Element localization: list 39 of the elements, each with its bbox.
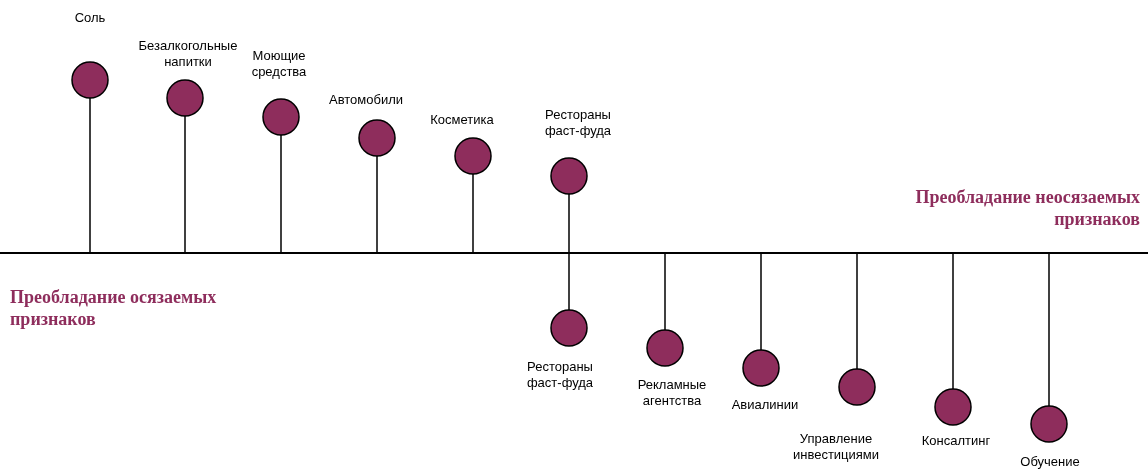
stem-line	[89, 97, 91, 253]
item-label: Соль	[73, 10, 107, 26]
item-label: Авиалинии	[730, 397, 800, 413]
scale-end-label: Преобладание неосязаемых признаков	[914, 186, 1140, 230]
marker-circle	[838, 368, 876, 406]
stem-line	[568, 253, 570, 311]
scale-end-label: Преобладание осязаемых признаков	[10, 286, 218, 330]
marker-circle	[71, 61, 109, 99]
stem-line	[568, 193, 570, 253]
stem-line	[280, 134, 282, 253]
marker-circle	[454, 137, 492, 175]
item-label: Автомобили	[327, 92, 405, 108]
item-label: Управление инвестициями	[791, 431, 881, 463]
item-label: Обучение	[1019, 454, 1081, 470]
item-label: Рекламные агентства	[636, 377, 708, 409]
marker-circle	[358, 119, 396, 157]
axis-bar	[0, 252, 1148, 254]
item-label: Косметика	[429, 112, 495, 128]
stem-line	[472, 173, 474, 253]
item-label: Безалкогольные напитки	[138, 38, 238, 70]
marker-circle	[550, 157, 588, 195]
marker-circle	[742, 349, 780, 387]
item-label: Моющие средства	[250, 48, 308, 80]
stem-line	[760, 253, 762, 351]
marker-circle	[166, 79, 204, 117]
marker-circle	[1030, 405, 1068, 443]
marker-circle	[262, 98, 300, 136]
marker-circle	[646, 329, 684, 367]
stem-line	[1048, 253, 1050, 407]
item-label: Рестораны фаст-фуда	[543, 107, 613, 139]
marker-circle	[934, 388, 972, 426]
marker-circle	[550, 309, 588, 347]
item-label: Консалтинг	[920, 433, 992, 449]
stem-line	[856, 253, 858, 370]
stem-line	[184, 115, 186, 253]
stem-line	[376, 155, 378, 253]
stem-line	[952, 253, 954, 390]
item-label: Рестораны фаст-фуда	[525, 359, 595, 391]
stem-line	[664, 253, 666, 331]
